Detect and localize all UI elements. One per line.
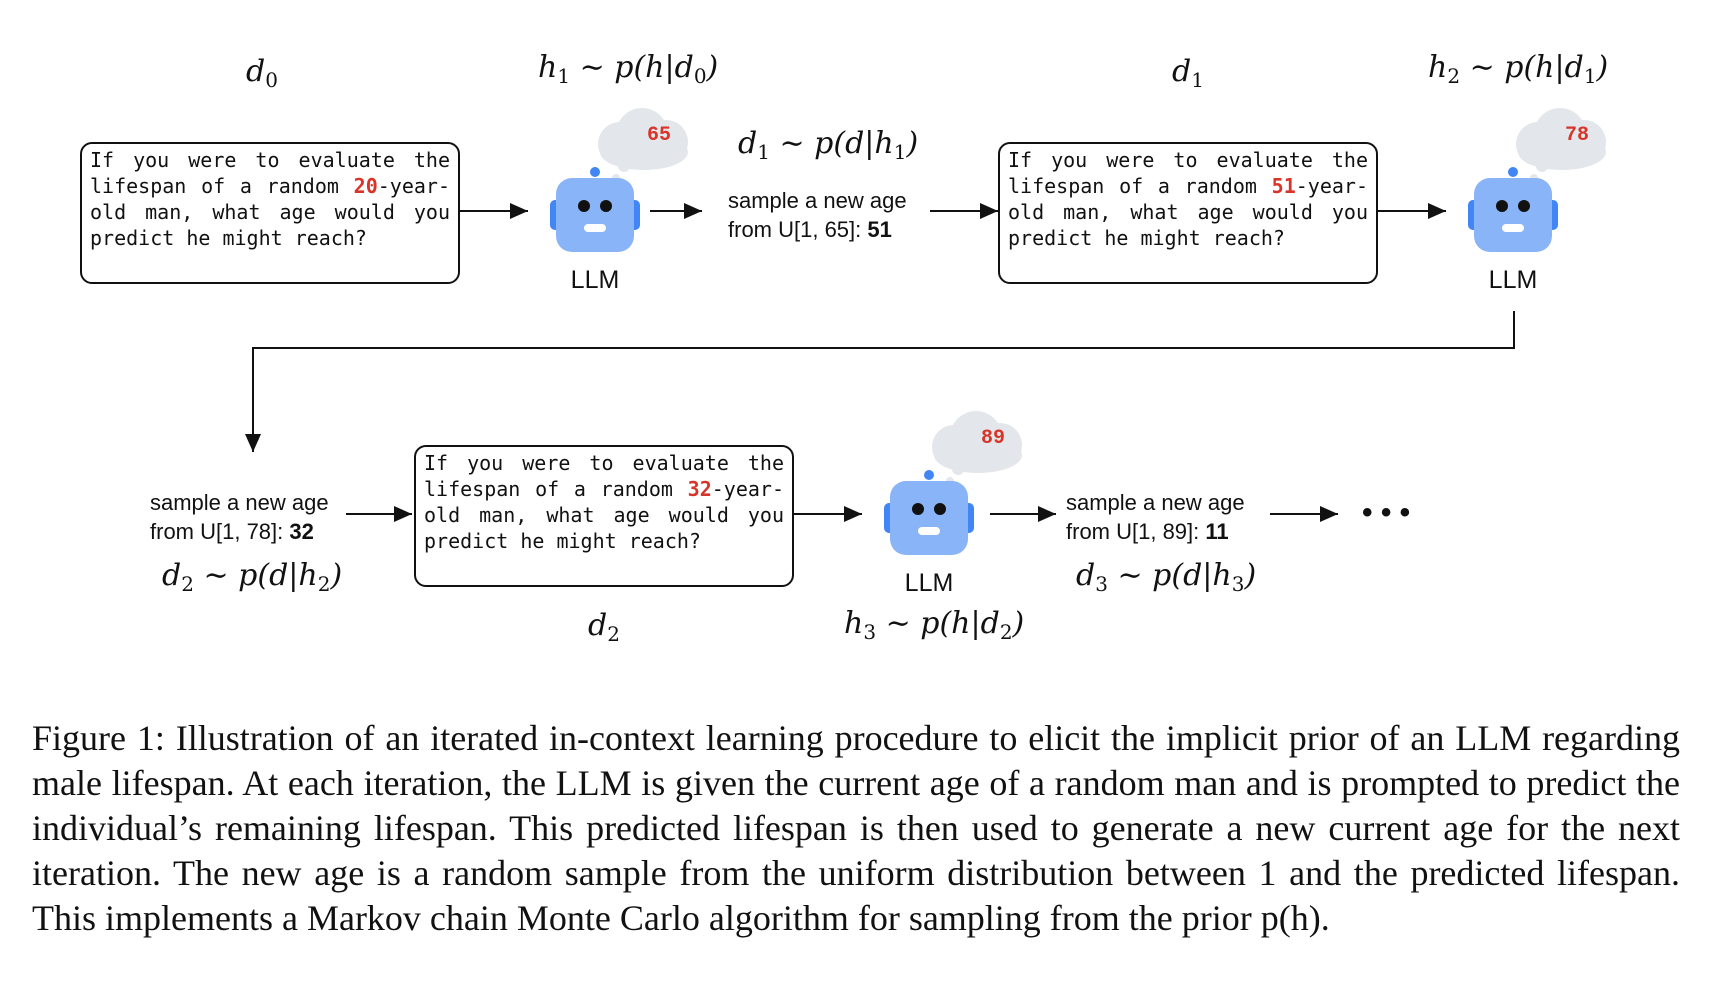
math-d2: d2 [588, 608, 620, 646]
prompt-age: 32 [687, 477, 712, 501]
llm-robot-icon [884, 411, 1022, 555]
arrow-llm2-to-sample2 [245, 311, 1515, 452]
llm-robot-icon [1468, 108, 1606, 252]
continuation-ellipsis: • • • [1362, 496, 1411, 529]
llm-label: LLM [570, 266, 620, 294]
prediction-value: 78 [1564, 124, 1589, 147]
sample-line2: from U[1, 78]: 32 [150, 517, 329, 546]
sample-range: from U[1, 89]: [1066, 519, 1206, 544]
thought-cloud-icon [1516, 108, 1606, 182]
prompt-text-after: -year-old man, what age would you predic… [1008, 174, 1368, 250]
math-d1-sample: d1 ∼ p(d|h1) [738, 126, 919, 164]
llm-robot-icon [550, 108, 688, 252]
sample-line2: from U[1, 65]: 51 [728, 215, 907, 244]
sample-range: from U[1, 78]: [150, 519, 290, 544]
math-h3-label: h3 ∼ p(h|d2) [844, 606, 1025, 644]
prompt-text-after: -year-old man, what age would you predic… [424, 477, 784, 553]
figure-caption: Figure 1: Illustration of an iterated in… [32, 718, 1680, 938]
thought-cloud-icon [932, 411, 1022, 485]
math-d0: d0 [246, 54, 278, 92]
sample-step-3: sample a new age from U[1, 89]: 11 [1066, 488, 1245, 546]
sample-range: from U[1, 65]: [728, 217, 868, 242]
prompt-text-before: If you were to evaluate the lifespan of … [90, 148, 450, 198]
prompt-box-d1: If you were to evaluate the lifespan of … [998, 142, 1378, 284]
sample-value: 11 [1205, 519, 1229, 544]
math-h1-label: h1 ∼ p(h|d0) [538, 50, 719, 88]
sample-line1: sample a new age [1066, 490, 1245, 515]
sample-line2: from U[1, 89]: 11 [1066, 517, 1245, 546]
sample-value: 32 [289, 519, 314, 544]
prompt-age: 20 [353, 174, 378, 198]
prompt-text-after: -year-old man, what age would you predic… [90, 174, 450, 250]
sample-step-2: sample a new age from U[1, 78]: 32 [150, 488, 329, 546]
llm-label: LLM [1488, 266, 1538, 294]
prediction-value: 65 [646, 124, 671, 147]
math-d3-sample: d3 ∼ p(d|h3) [1076, 558, 1257, 596]
thought-cloud-icon [598, 108, 688, 182]
math-d2-sample: d2 ∼ p(d|h2) [162, 558, 343, 596]
prompt-box-d2: If you were to evaluate the lifespan of … [414, 445, 794, 587]
prompt-text-before: If you were to evaluate the lifespan of … [1008, 148, 1368, 198]
llm-label: LLM [904, 569, 954, 597]
sample-line1: sample a new age [728, 188, 907, 213]
prompt-age: 51 [1271, 174, 1296, 198]
prompt-text-before: If you were to evaluate the lifespan of … [424, 451, 784, 501]
sample-line1: sample a new age [150, 490, 329, 515]
sample-value: 51 [867, 217, 892, 242]
math-d1: d1 [1172, 54, 1204, 92]
prediction-value: 89 [980, 427, 1005, 450]
prompt-box-d0: If you were to evaluate the lifespan of … [80, 142, 460, 284]
sample-step-1: sample a new age from U[1, 65]: 51 [728, 186, 907, 244]
math-h2-label: h2 ∼ p(h|d1) [1428, 50, 1609, 88]
